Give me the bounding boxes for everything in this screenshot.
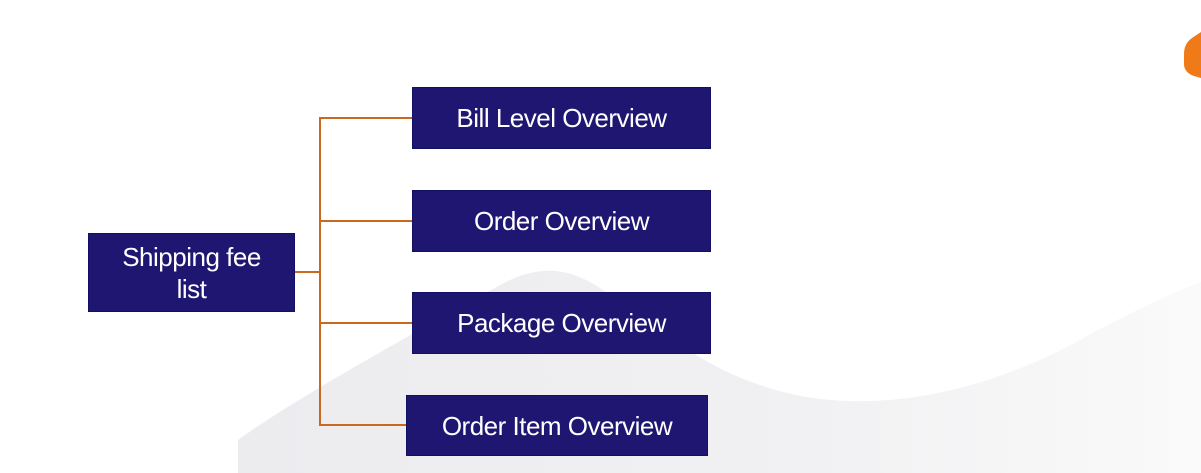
child-node-order-item-overview: Order Item Overview <box>406 395 708 456</box>
root-node-label: Shipping fee list <box>122 241 261 305</box>
child-node-label: Order Overview <box>473 206 650 236</box>
root-node-shipping-fee-list: Shipping fee list <box>88 233 295 312</box>
child-node-label: Bill Level Overview <box>456 103 667 133</box>
child-node-label: Order Item Overview <box>441 410 673 441</box>
orange-corner-icon <box>1184 32 1201 78</box>
child-node-label: Package Overview <box>457 308 666 338</box>
child-node-order-overview: Order Overview <box>412 190 711 252</box>
root-node-label-line1: Shipping fee <box>122 241 261 272</box>
child-node-package-overview: Package Overview <box>412 292 711 354</box>
child-node-bill-level-overview: Bill Level Overview <box>412 87 711 149</box>
root-node-label-line2: list <box>176 273 207 304</box>
